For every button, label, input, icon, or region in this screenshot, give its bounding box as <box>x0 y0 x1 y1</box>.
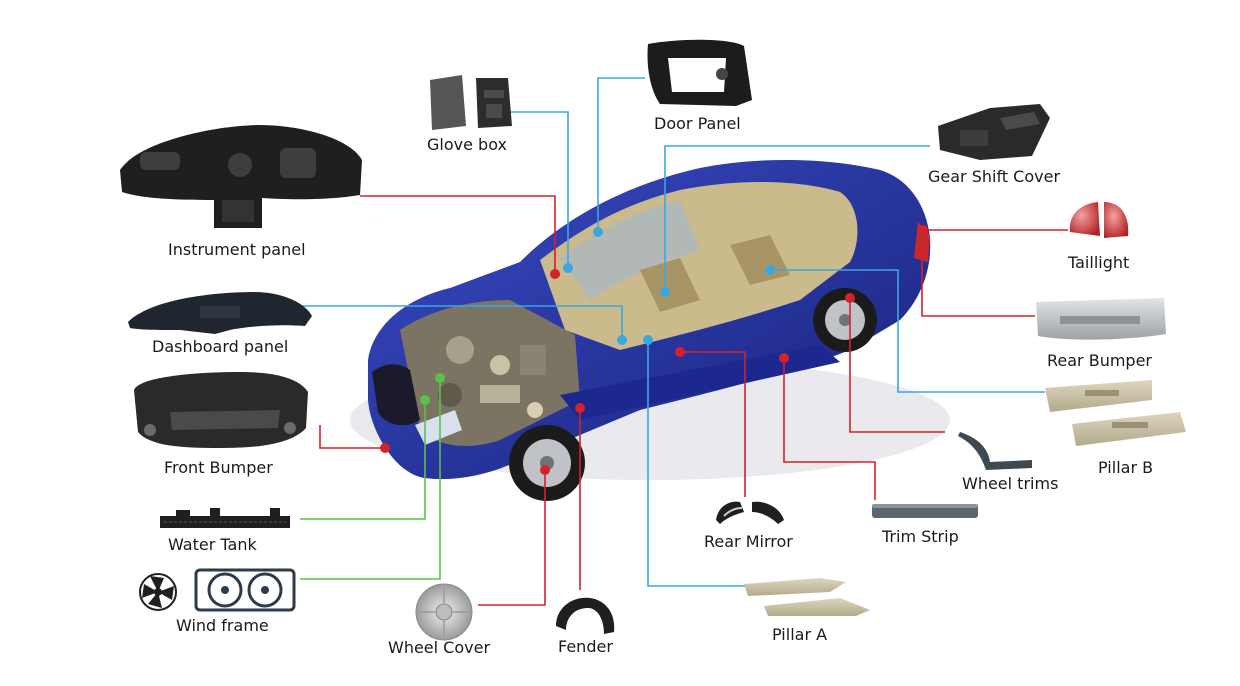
front-bumper-dot <box>380 443 390 453</box>
water-tank-icon <box>160 508 290 528</box>
car-rear-wheel <box>813 288 877 352</box>
connector-lines <box>300 77 1068 606</box>
taillight-icon <box>1069 202 1129 238</box>
fan-icon <box>139 573 177 611</box>
trim-strip-label: Trim Strip <box>882 527 959 546</box>
dashboard-panel-connector <box>300 305 623 340</box>
fender-dot <box>575 403 585 413</box>
gear-shift-connector <box>664 145 930 292</box>
rear-mirror-dot <box>675 347 685 357</box>
wind-frame-dot <box>435 373 445 383</box>
wheel-trims-label: Wheel trims <box>962 474 1059 493</box>
front-bumper-label: Front Bumper <box>164 458 273 477</box>
rear-bumper-connector <box>921 253 1035 317</box>
pillar-b-dot <box>765 265 775 275</box>
car-front-grille <box>372 364 420 426</box>
instrument-panel-connector <box>360 195 556 274</box>
front-bumper-connector <box>319 425 385 449</box>
wheel-cover-dot <box>540 465 550 475</box>
glove-box-icon <box>430 75 512 130</box>
taillight-label: Taillight <box>1068 253 1130 272</box>
wheel-cover-icon <box>415 583 473 641</box>
gear-shift-cover-icon <box>938 104 1050 160</box>
wheel-trims-dot <box>845 293 855 303</box>
wheel-cover-connector <box>478 470 546 606</box>
wheel-trims-connector <box>849 298 945 433</box>
car-seat-front <box>640 258 700 312</box>
pillar-b-icon <box>1045 380 1186 446</box>
water-tank-dot <box>420 395 430 405</box>
rear-mirror-icon <box>716 501 784 524</box>
dashboard-panel-label: Dashboard panel <box>152 337 289 356</box>
door-panel-icon <box>647 39 752 106</box>
water-tank-connector <box>300 400 426 520</box>
wheel-cover-label: Wheel Cover <box>388 638 491 657</box>
car-rocker-panel <box>560 345 840 420</box>
taillight-dot <box>918 225 928 235</box>
rear-mirror-connector <box>680 351 746 497</box>
trim-strip-icon <box>872 504 978 518</box>
instrument-panel-dot <box>550 269 560 279</box>
pillar-a-label: Pillar A <box>772 625 828 644</box>
instrument-panel-label: Instrument panel <box>168 240 306 259</box>
door-panel-label: Door Panel <box>654 114 741 133</box>
glove-box-dot <box>563 263 573 273</box>
water-tank-label: Water Tank <box>168 535 257 554</box>
car-headlight <box>415 410 462 445</box>
glove-box-connector <box>509 111 569 268</box>
wind-frame-connector <box>300 378 441 580</box>
cutaway-car-icon <box>350 159 950 501</box>
engine-detail <box>438 336 546 418</box>
wheel-trim-icon <box>958 432 1032 470</box>
dashboard-panel-icon <box>128 292 312 334</box>
wind-frame-label: Wind frame <box>176 616 269 635</box>
connector-dots <box>380 225 928 475</box>
gear-shift-dot <box>660 287 670 297</box>
pillar-b-connector <box>770 269 1045 393</box>
rear-bumper-label: Rear Bumper <box>1047 351 1152 370</box>
fender-label: Fender <box>558 637 613 656</box>
gear-shift-cover-label: Gear Shift Cover <box>928 167 1061 186</box>
trim-strip-connector <box>783 358 876 500</box>
rear-bumper-icon <box>1036 298 1166 340</box>
pillar-a-dot <box>643 335 653 345</box>
car-seat-rear <box>730 235 790 285</box>
pillar-a-connector <box>647 340 745 587</box>
rear-bumper-dot <box>917 248 927 258</box>
door-panel-dot <box>593 227 603 237</box>
pillar-b-label: Pillar B <box>1098 458 1154 477</box>
fan-shroud-icon <box>139 568 296 612</box>
door-panel-connector <box>597 77 645 232</box>
rear-mirror-label: Rear Mirror <box>704 532 793 551</box>
instrument-panel-icon <box>120 125 362 228</box>
front-bumper-icon <box>134 372 308 448</box>
glove-box-label: Glove box <box>427 135 507 154</box>
dashboard-panel-dot <box>617 335 627 345</box>
pillar-a-icon <box>744 578 870 616</box>
car-front-wheel <box>509 425 585 501</box>
fender-liner-icon <box>556 597 615 634</box>
trim-strip-dot <box>779 353 789 363</box>
shroud-icon <box>194 568 296 612</box>
